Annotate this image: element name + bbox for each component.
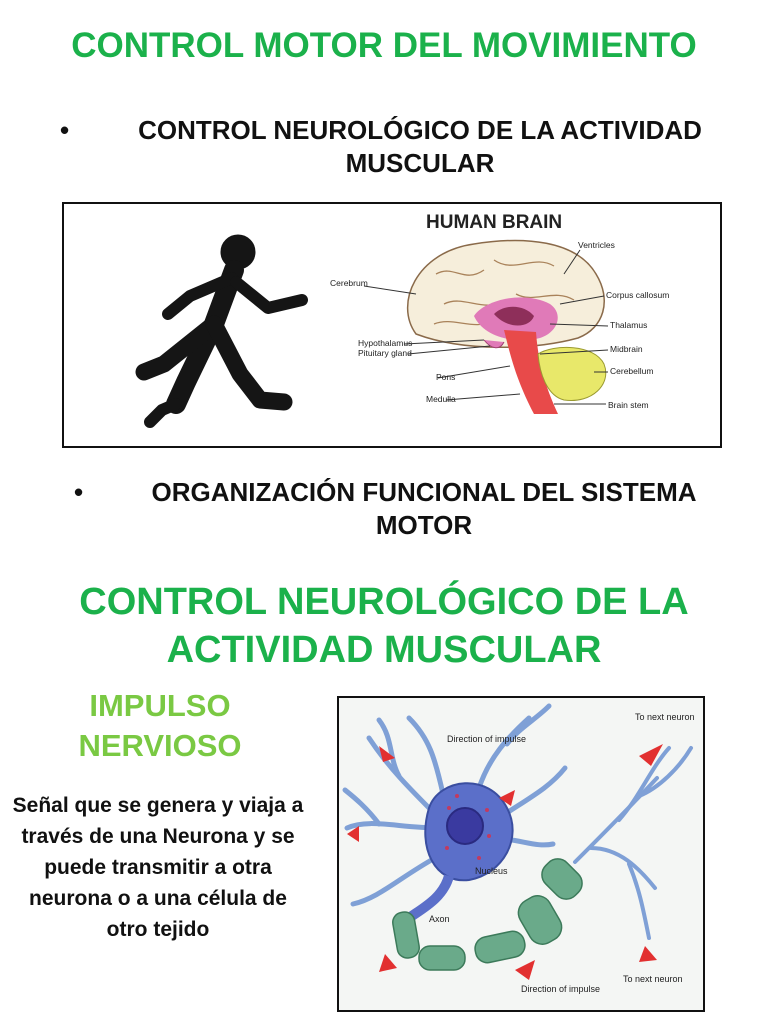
label-brain-stem: Brain stem: [608, 400, 649, 410]
label-corpus-callosum: Corpus callosum: [606, 290, 669, 300]
bullet-functional-organization: • ORGANIZACIÓN FUNCIONAL DEL SISTEMA MOT…: [74, 476, 744, 542]
impulse-description: Señal que se genera y viaja a través de …: [12, 794, 304, 941]
label-axon: Axon: [429, 914, 450, 924]
label-hypothalamus: Hypothalamus: [358, 338, 412, 348]
label-cerebrum: Cerebrum: [330, 278, 368, 288]
brain-figure: HUMAN BRAIN Ventricles Cere: [62, 202, 722, 448]
neuron-illustration: [342, 703, 693, 980]
brain-heading: HUMAN BRAIN: [426, 212, 562, 233]
neuron-figure: Direction of impulse To next neuron Nucl…: [337, 696, 705, 1012]
bullet-dot: •: [74, 477, 84, 507]
label-to-next-bottom: To next neuron: [623, 974, 683, 984]
brain-illustration: [406, 239, 607, 414]
label-nucleus: Nucleus: [475, 866, 508, 876]
label-cerebellum: Cerebellum: [610, 366, 653, 376]
bullet-text: CONTROL NEUROLÓGICO DE LA ACTIVIDAD MUSC…: [138, 115, 702, 178]
impulse-title: IMPULSO NERVIOSO: [78, 688, 242, 763]
label-ventricles: Ventricles: [578, 240, 615, 250]
label-direction-bottom: Direction of impulse: [521, 984, 600, 994]
label-thalamus: Thalamus: [610, 320, 647, 330]
bullet-text: ORGANIZACIÓN FUNCIONAL DEL SISTEMA MOTOR: [151, 477, 697, 540]
label-pituitary: Pituitary gland: [358, 348, 412, 358]
runner-icon: [135, 234, 308, 428]
bullet-dot: •: [60, 115, 70, 145]
label-direction-top: Direction of impulse: [447, 734, 526, 744]
label-midbrain: Midbrain: [610, 344, 643, 354]
section-title: CONTROL NEUROLÓGICO DE LA ACTIVIDAD MUSC…: [79, 581, 689, 671]
label-to-next-top: To next neuron: [635, 712, 695, 722]
page-title: CONTROL MOTOR DEL MOVIMIENTO: [71, 26, 697, 65]
label-medulla: Medulla: [426, 394, 456, 404]
bullet-neurological-control: • CONTROL NEUROLÓGICO DE LA ACTIVIDAD MU…: [60, 114, 750, 180]
label-pons: Pons: [436, 372, 455, 382]
